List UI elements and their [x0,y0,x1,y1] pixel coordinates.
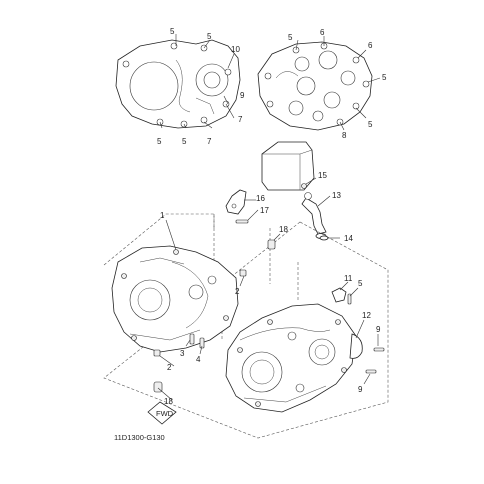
callout-labels: 5 5 10 9 7 7 5 5 5 6 6 5 5 8 15 13 14 16… [157,27,387,406]
callout-5: 5 [358,279,363,288]
callout-10: 10 [231,45,240,54]
callout-9: 9 [358,385,363,394]
oring-14 [319,235,329,241]
clip-11 [331,287,347,303]
callout-13: 13 [332,191,341,200]
bolt-9a [373,347,385,352]
diagram-code: 11D1300-G130 [114,433,165,442]
bolt-3 [189,333,195,345]
callout-9: 9 [376,325,381,334]
callout-7: 7 [207,137,212,146]
callout-15: 15 [318,171,327,180]
dowel-pin-2b [153,349,161,357]
bolt-5 [347,293,352,305]
front-direction-arrow: FWD [147,401,177,425]
callout-14: 14 [344,234,353,243]
cover-12 [349,333,363,359]
callout-5: 5 [207,32,212,41]
left-gasket [115,39,241,129]
callout-8: 8 [342,131,347,140]
callout-7: 7 [238,115,243,124]
leader-lines [157,34,381,401]
callout-5: 5 [288,33,293,42]
callout-5: 5 [157,137,162,146]
callout-2: 2 [235,287,240,296]
callout-17: 17 [260,206,269,215]
callout-9: 9 [240,91,245,100]
left-crankcase-half [111,245,239,353]
callout-16: 16 [256,194,265,203]
dowel-18a [267,239,276,250]
callout-3: 3 [180,349,185,358]
callout-5: 5 [170,27,175,36]
callout-18: 18 [279,225,288,234]
callout-5: 5 [368,120,373,129]
breather-tank [261,141,315,191]
breather-hose [301,192,327,239]
bolt-4 [199,337,205,349]
callout-11: 11 [344,274,353,283]
callout-6: 6 [320,28,325,37]
callout-1: 1 [160,211,165,220]
bolt-9b [365,369,377,374]
callout-12: 12 [362,311,371,320]
callout-6: 6 [368,41,373,50]
bolt-17 [235,219,249,224]
svg-text:FWD: FWD [156,409,174,418]
right-gasket [257,41,373,131]
callout-4: 4 [196,355,201,364]
callout-5: 5 [182,137,187,146]
right-crankcase-half [225,303,357,413]
callout-18: 18 [164,397,173,406]
bracket-16 [225,189,247,215]
callout-2: 2 [167,363,172,372]
dowel-pin-2a [239,269,247,277]
callout-5: 5 [382,73,387,82]
